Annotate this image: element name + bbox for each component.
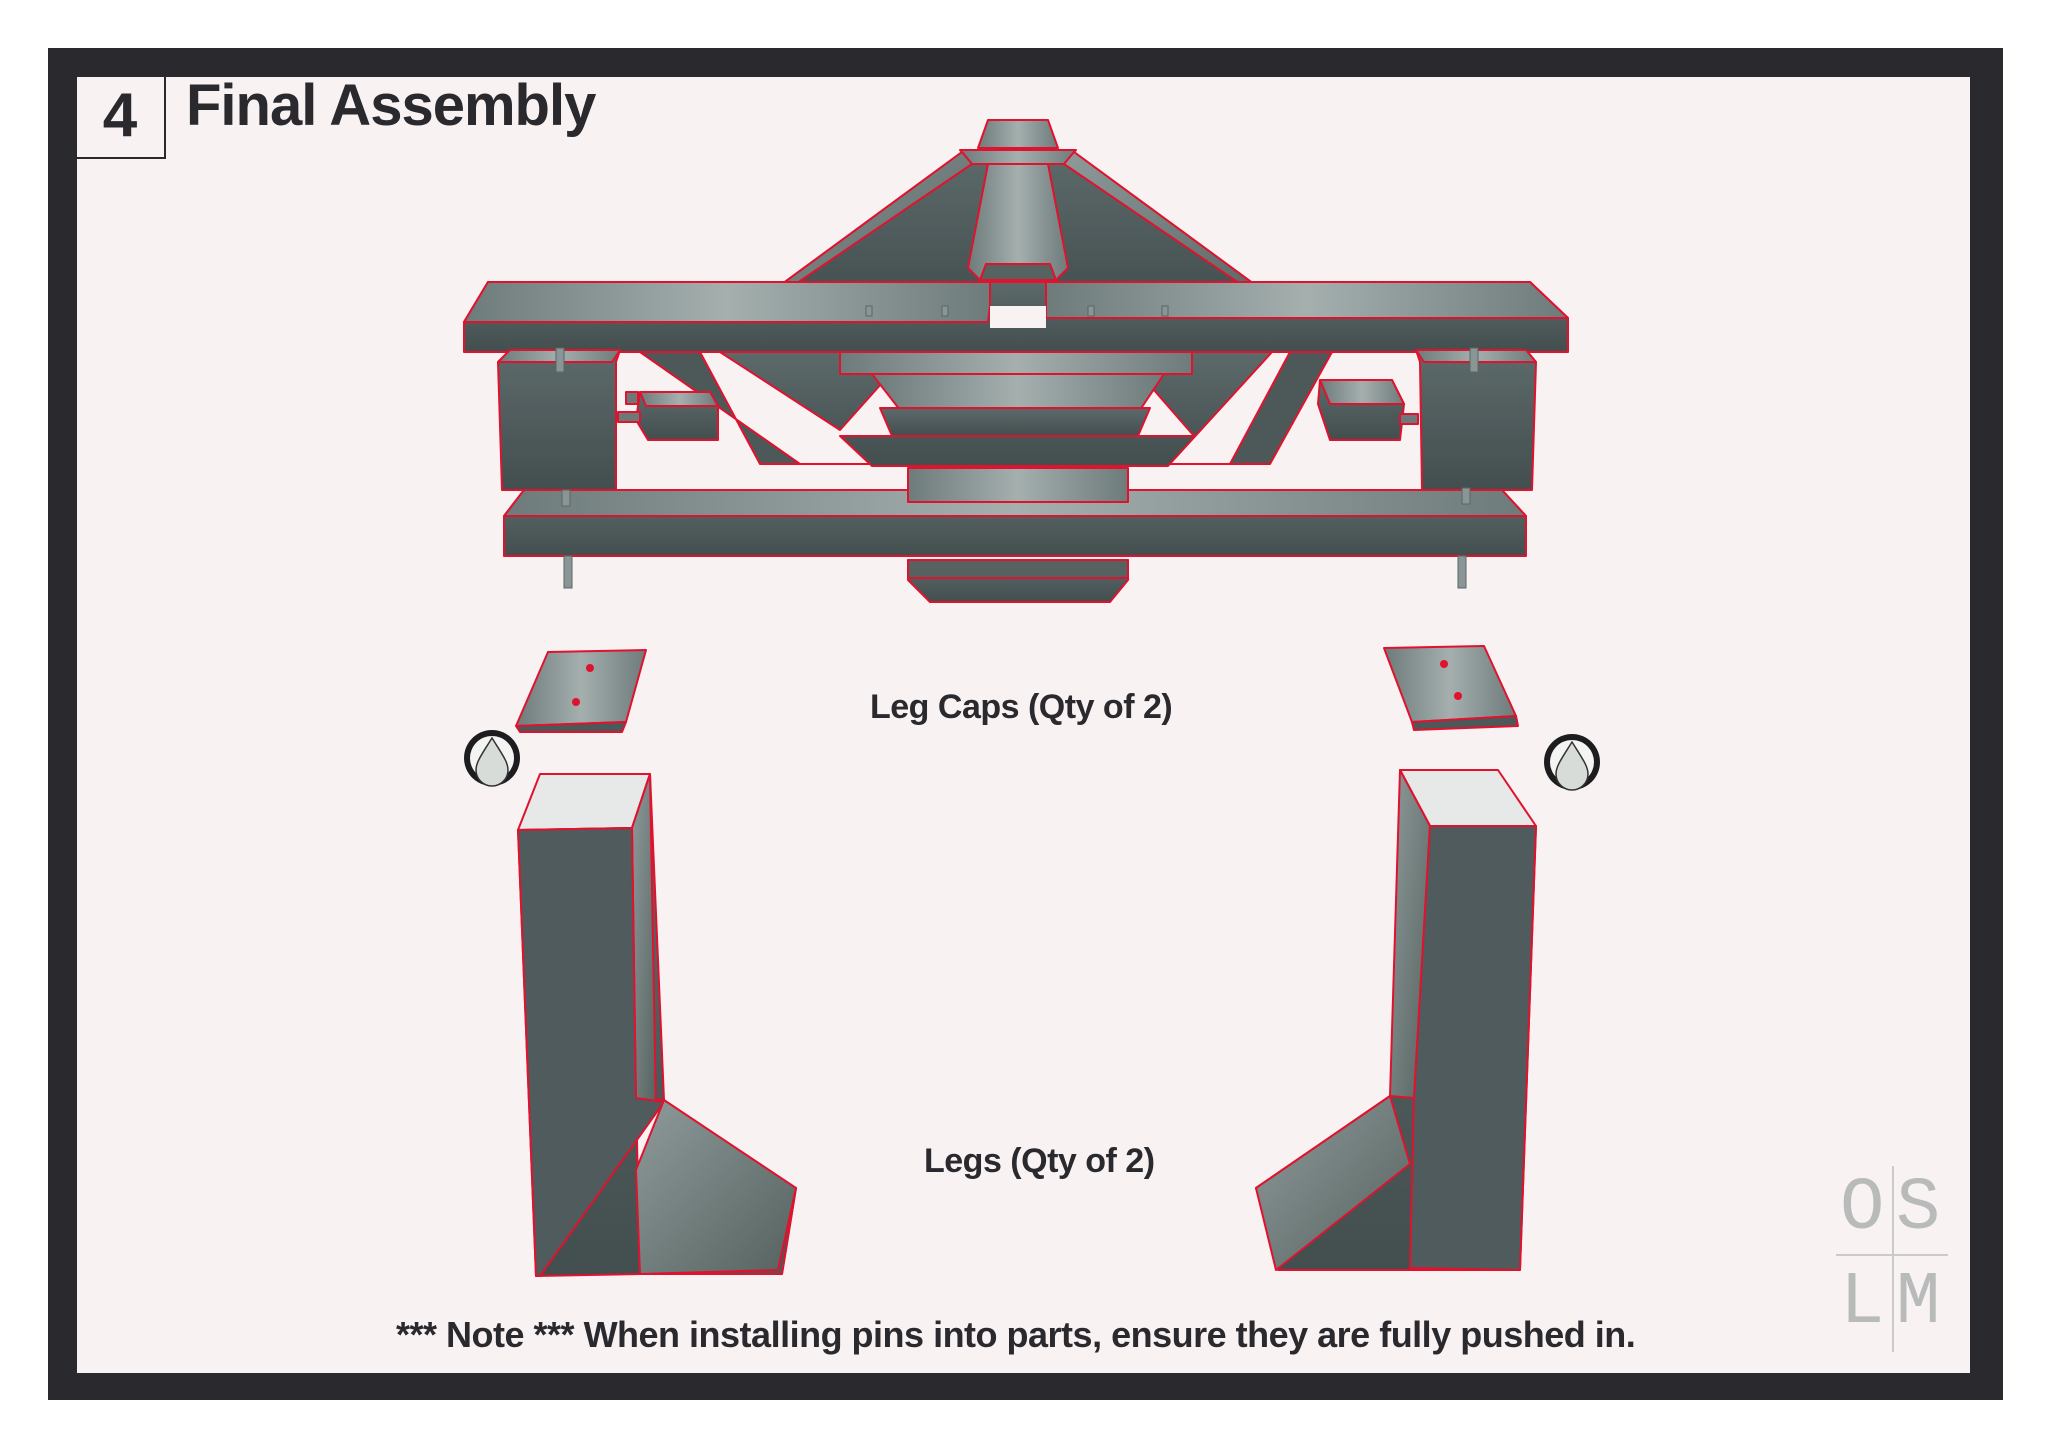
chassis-assembly bbox=[463, 119, 1569, 603]
glue-drop-icon bbox=[464, 730, 520, 787]
logo-letter-m: M bbox=[1896, 1261, 1941, 1345]
logo-letter-s: S bbox=[1896, 1167, 1941, 1251]
glue-drop-icon bbox=[1544, 734, 1600, 791]
note-text: *** Note *** When installing pins into p… bbox=[396, 1314, 1636, 1355]
chassis-pins bbox=[555, 305, 1479, 589]
leg-right bbox=[1255, 769, 1537, 1271]
oslm-logo: O S L M bbox=[1836, 1162, 1948, 1352]
logo-letter-o: O bbox=[1840, 1167, 1885, 1251]
leg-cap-left bbox=[515, 649, 647, 733]
leg-left bbox=[517, 773, 797, 1277]
step-title: Final Assembly bbox=[186, 73, 596, 138]
leg-caps-label: Leg Caps (Qty of 2) bbox=[870, 688, 1173, 726]
step-number: 4 bbox=[76, 73, 166, 159]
logo-letter-l: L bbox=[1840, 1261, 1885, 1345]
leg-cap-right bbox=[1383, 645, 1519, 731]
legs-label: Legs (Qty of 2) bbox=[924, 1142, 1155, 1180]
